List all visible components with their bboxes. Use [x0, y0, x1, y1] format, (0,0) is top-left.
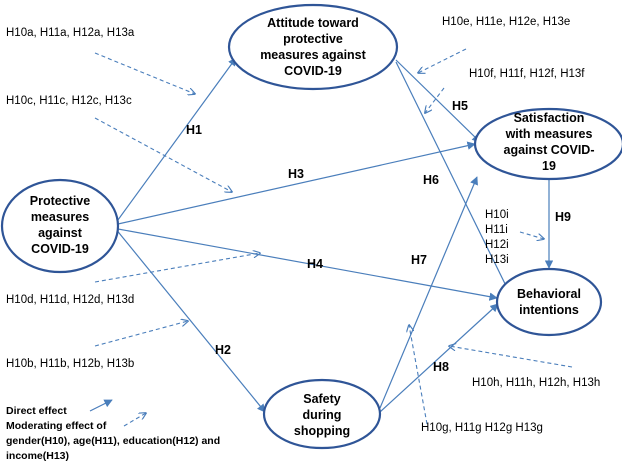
- moderator-label-e: H10e, H11e, H12e, H13e: [442, 16, 570, 28]
- edge-h3: [117, 141, 476, 225]
- node-satisfaction-line-4: 19: [542, 159, 556, 173]
- moderator-label-g: H10g, H11g H12g H13g: [421, 422, 543, 434]
- edge-h2: [114, 227, 266, 413]
- node-safety-line-2: during: [303, 408, 342, 422]
- node-attitude-line-1: Attitude toward: [267, 16, 359, 30]
- moderator-arrow-c: [94, 117, 232, 192]
- moderator-label-i-3: H12i: [485, 239, 509, 251]
- node-attitude: Attitude toward protective measures agai…: [227, 3, 399, 91]
- node-protective: Protective measures against COVID-19: [0, 178, 120, 274]
- moderator-arrow-g: [409, 325, 428, 425]
- moderator-arrow-b: [94, 321, 188, 347]
- moderator-arrow-i: [519, 231, 544, 239]
- node-behavioral-line-2: intentions: [519, 303, 579, 317]
- node-satisfaction-line-2: with measures: [505, 127, 593, 141]
- edge-h4: [117, 228, 498, 301]
- moderator-arrow-h: [449, 346, 573, 368]
- edge-h7: [379, 176, 478, 409]
- moderator-label-b: H10b, H11b, H12b, H13b: [6, 358, 134, 370]
- legend-line-3: gender(H10), age(H11), education(H12) an…: [6, 435, 220, 447]
- node-behavioral: Behavioral intentions: [495, 267, 603, 337]
- node-protective-line-4: COVID-19: [31, 242, 89, 256]
- node-satisfaction-line-1: Satisfaction: [514, 111, 585, 125]
- node-safety-line-1: Safety: [303, 392, 341, 406]
- label-h8: H8: [433, 360, 449, 374]
- edge-h5: [395, 59, 481, 143]
- label-h4: H4: [307, 257, 323, 271]
- edge-h8: [379, 303, 499, 413]
- label-h5: H5: [452, 99, 468, 113]
- moderator-label-i-2: H11i: [485, 224, 508, 236]
- legend-direct-arrow: [89, 399, 113, 412]
- node-protective-line-2: measures: [31, 210, 89, 224]
- label-h7: H7: [411, 253, 427, 267]
- node-attitude-line-4: COVID-19: [284, 64, 342, 78]
- moderator-label-f: H10f, H11f, H12f, H13f: [469, 68, 585, 80]
- node-protective-line-3: against: [38, 226, 83, 240]
- moderator-label-i-1: H10i: [485, 209, 509, 221]
- node-attitude-line-2: protective: [283, 32, 343, 46]
- label-h6: H6: [423, 173, 439, 187]
- moderator-arrow-f: [425, 87, 445, 113]
- legend: Direct effect Moderating effect of gende…: [6, 399, 220, 462]
- edge-h1: [114, 57, 237, 225]
- label-h3: H3: [288, 167, 304, 181]
- legend-line-4: income(H13): [6, 450, 69, 462]
- legend-moderating-arrow: [123, 413, 146, 427]
- node-safety-line-3: shopping: [294, 424, 350, 438]
- moderator-arrow-a: [94, 52, 195, 94]
- legend-moderating-label: Moderating effect of: [6, 420, 107, 432]
- node-satisfaction: Satisfaction with measures against COVID…: [473, 107, 622, 181]
- node-attitude-line-3: measures against: [260, 48, 366, 62]
- node-safety: Safety during shopping: [262, 378, 382, 450]
- node-behavioral-line-1: Behavioral: [517, 287, 581, 301]
- moderator-label-i-4: H13i: [485, 254, 509, 266]
- moderator-arrow-d: [94, 253, 260, 283]
- moderator-label-c: H10c, H11c, H12c, H13c: [6, 95, 132, 107]
- legend-direct-label: Direct effect: [6, 405, 67, 417]
- label-h1: H1: [186, 123, 202, 137]
- node-protective-line-1: Protective: [30, 194, 90, 208]
- edge-h6: [395, 61, 513, 299]
- label-h2: H2: [215, 343, 231, 357]
- moderator-label-d: H10d, H11d, H12d, H13d: [6, 294, 134, 306]
- label-h9: H9: [555, 210, 571, 224]
- moderator-arrow-e: [418, 48, 467, 73]
- node-satisfaction-line-3: against COVID-: [504, 143, 595, 157]
- moderator-label-a: H10a, H11a, H12a, H13a: [6, 27, 135, 39]
- moderator-label-h: H10h, H11h, H12h, H13h: [472, 377, 600, 389]
